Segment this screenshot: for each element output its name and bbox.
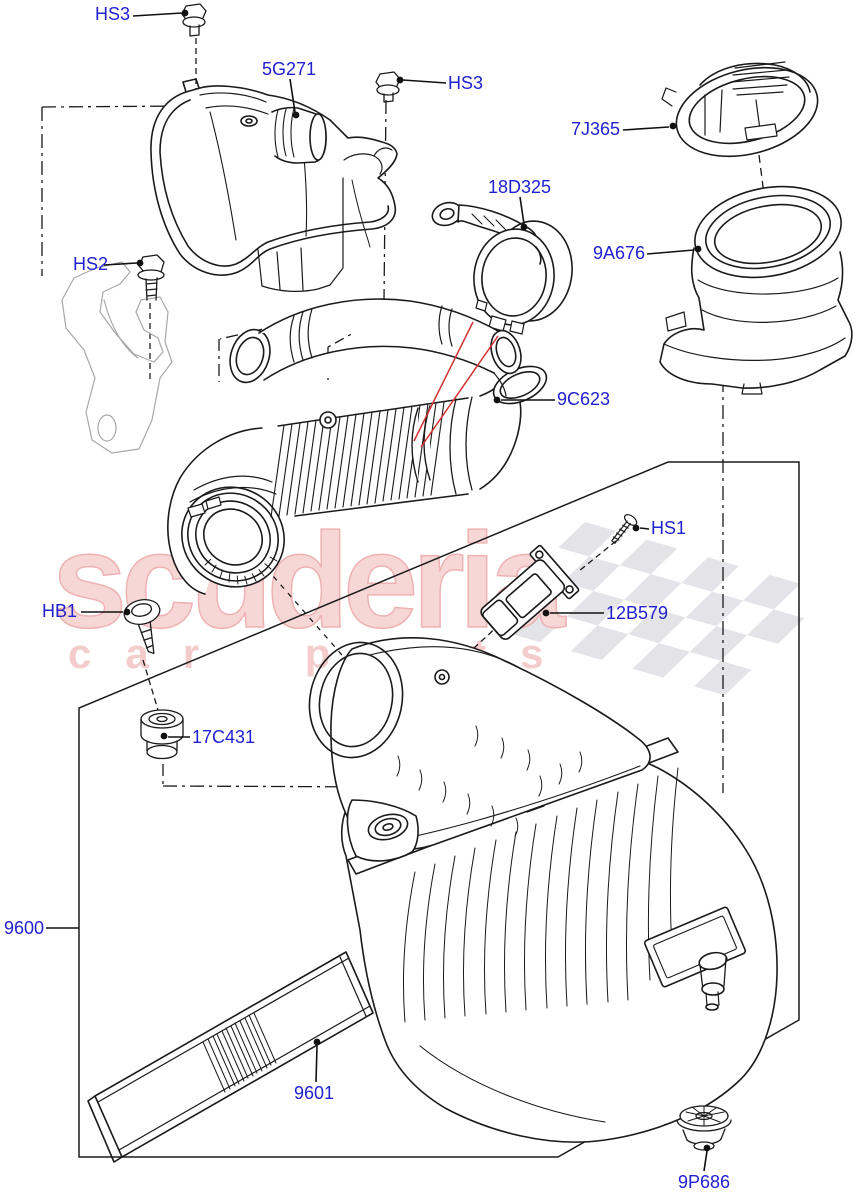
part-label-12b579[interactable]: 12B579 <box>606 603 669 623</box>
part-9600-air-cleaner-art <box>308 637 778 1143</box>
leader-dots <box>123 9 711 1152</box>
checkered-flag-watermark <box>505 522 805 696</box>
part-18d325-clamp-art <box>431 201 573 335</box>
part-label-17c431[interactable]: 17C431 <box>192 727 256 747</box>
part-label-9600[interactable]: 9600 <box>4 918 45 938</box>
part-9a676-duct-art <box>659 185 853 395</box>
part-label-hs1[interactable]: HS1 <box>651 518 687 538</box>
watermark-brand-text: scuderia <box>52 505 566 656</box>
part-17c431-grommet-art <box>140 709 184 760</box>
part-label-hs2[interactable]: HS2 <box>73 254 109 274</box>
leader-lines <box>46 12 708 1172</box>
bolt-hb1-art <box>123 599 161 655</box>
part-label-9601[interactable]: 9601 <box>294 1083 335 1103</box>
bolt-hs3-right-art <box>375 71 401 103</box>
part-label-hs3-right[interactable]: HS3 <box>448 73 484 93</box>
part-5g271-resonator-art <box>150 78 398 292</box>
screw-hs1-art <box>611 514 638 544</box>
part-label-18d325[interactable]: 18D325 <box>488 177 552 197</box>
bolt-hs3-left-art <box>181 3 207 37</box>
part-label-9p686[interactable]: 9P686 <box>678 1172 731 1192</box>
part-label-hb1[interactable]: HB1 <box>42 601 78 621</box>
part-9c623-hose-art <box>167 298 548 595</box>
part-9p686-grommet-art <box>676 1105 732 1151</box>
part-7j365-scoop-art <box>661 61 819 158</box>
red-callout-lines <box>413 321 499 448</box>
part-12b579-maf-sensor-art <box>480 544 580 640</box>
part-label-5g271[interactable]: 5G271 <box>262 59 317 79</box>
part-label-7j365[interactable]: 7J365 <box>571 119 621 139</box>
assembly-boundary-box <box>78 461 800 1158</box>
part-label-9c623[interactable]: 9C623 <box>557 389 611 409</box>
part-9601-filter-art <box>87 951 374 1163</box>
mounting-bracket-art <box>61 261 173 454</box>
part-label-hs3-left[interactable]: HS3 <box>95 4 131 24</box>
part-label-9a676[interactable]: 9A676 <box>593 243 646 263</box>
